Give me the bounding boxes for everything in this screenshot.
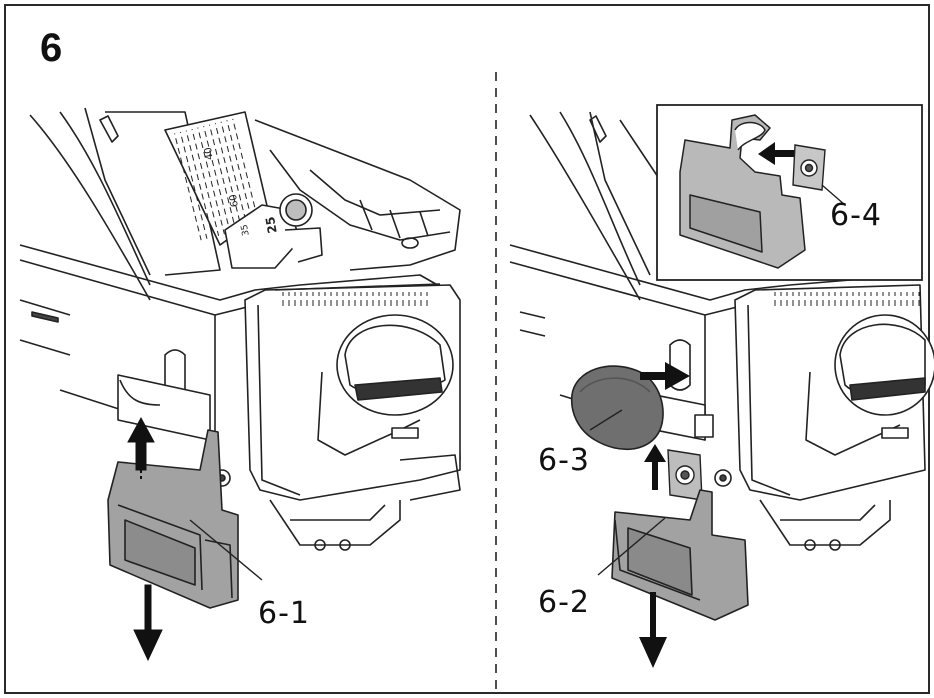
inset-arrow-icon (758, 142, 796, 165)
part-6-2 (611, 489, 749, 621)
left-panel (19, 107, 461, 551)
scale-label-25: 25 (263, 215, 280, 235)
leader-line-6-2 (597, 517, 666, 576)
right-arrow-icon (640, 362, 690, 390)
scale-label-35: 35 (239, 223, 252, 237)
angle-scale (164, 111, 269, 246)
callout-6-4: 6-4 (830, 198, 882, 233)
leader-line-6-1 (189, 519, 263, 581)
callout-6-3: 6-3 (538, 443, 590, 478)
step-number: 6 (40, 26, 63, 70)
part-6-4-plate (667, 449, 703, 501)
detail-inset (656, 104, 923, 281)
down-arrow-icon (133, 584, 163, 662)
up-arrow-icon (127, 416, 155, 480)
down-arrow-icon-right (639, 592, 667, 668)
part-6-1 (107, 429, 239, 609)
up-arrow-icon-right (644, 444, 666, 490)
inset-plate (792, 144, 826, 191)
leader-line-6-4 (821, 184, 846, 206)
scale-label-60: 60 (227, 193, 241, 208)
scale-label-40: 40 (202, 146, 216, 161)
callout-6-2: 6-2 (538, 585, 590, 620)
leader-line-6-3 (589, 409, 623, 431)
part-6-3-knob (570, 365, 664, 451)
callout-6-1: 6-1 (258, 596, 310, 631)
